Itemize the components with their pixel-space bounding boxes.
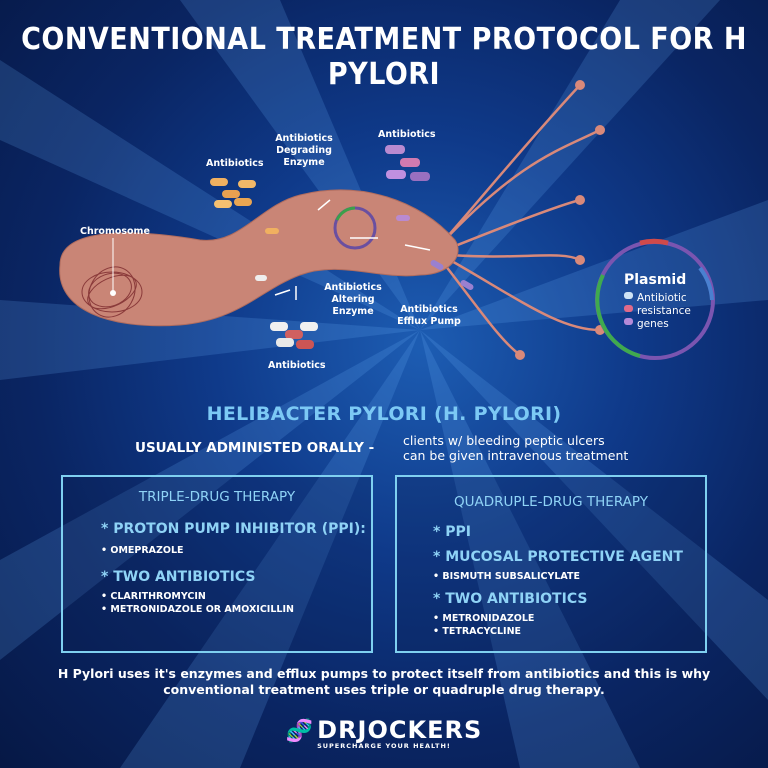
administration-text: USUALLY ADMINISTED ORALLY -	[135, 440, 375, 456]
dna-icon: 🧬	[285, 719, 314, 744]
label-degrading-enzyme: Antibiotics Degrading Enzyme	[275, 133, 333, 168]
triple-therapy-box: TRIPLE-DRUG THERAPY * PROTON PUMP INHIBI…	[61, 475, 373, 653]
flagella	[439, 84, 601, 356]
page-title: CONVENTIONAL TREATMENT PROTOCOL FOR H PY…	[21, 22, 747, 92]
plasmid-title: Plasmid	[624, 272, 687, 288]
quad-item: • TETRACYCLINE	[433, 626, 522, 637]
quad-ppi-heading: * PPI	[433, 524, 471, 540]
quadruple-therapy-box: QUADRUPLE-DRUG THERAPY * PPI * MUCOSAL P…	[395, 475, 707, 653]
label-antibiotics-bottom: Antibiotics	[268, 360, 326, 371]
antibiotic-pills-top	[385, 145, 430, 221]
quad-item: • BISMUTH SUBSALICYLATE	[433, 571, 580, 582]
triple-item: • OMEPRAZOLE	[101, 545, 184, 556]
administration-note: clients w/ bleeding peptic ulcers can be…	[403, 433, 629, 463]
chromosome-icon	[81, 266, 143, 318]
label-chromosome: Chromosome	[80, 226, 150, 237]
antibiotic-pills-left	[210, 178, 279, 234]
quad-antibiotics-heading: * TWO ANTIBIOTICS	[433, 591, 588, 607]
label-antibiotics-left: Antibiotics	[206, 158, 264, 169]
section-heading: HELIBACTER PYLORI (H. PYLORI)	[206, 403, 562, 425]
h-pylori-bacterium-illustration	[59, 80, 715, 360]
triple-item: • CLARITHROMYCIN	[101, 591, 206, 602]
quad-item: • METRONIDAZOLE	[433, 613, 535, 624]
plasmid-ring-icon	[595, 238, 715, 360]
quadruple-title: QUADRUPLE-DRUG THERAPY	[454, 494, 648, 510]
footer-text: H Pylori uses it's enzymes and efflux pu…	[57, 666, 711, 697]
antibiotic-pills-bottom	[255, 275, 318, 349]
plasmid-line: resistance	[637, 305, 691, 317]
label-efflux-pump: Antibiotics Efflux Pump	[397, 304, 461, 327]
triple-antibiotics-heading: * TWO ANTIBIOTICS	[101, 569, 256, 585]
label-antibiotics-top: Antibiotics	[378, 129, 436, 140]
label-altering-enzyme: Antibiotics Altering Enzyme	[324, 282, 382, 317]
triple-ppi-heading: * PROTON PUMP INHIBITOR (PPI):	[101, 521, 366, 537]
triple-item: • METRONIDAZOLE OR AMOXICILLIN	[101, 604, 294, 615]
drjockers-logo: 🧬DRJOCKERS	[285, 716, 483, 744]
logo-tagline: SUPERCHARGE YOUR HEALTH!	[317, 742, 451, 750]
plasmid-line: genes	[637, 318, 669, 330]
plasmid-line: Antibiotic	[637, 292, 687, 304]
triple-title: TRIPLE-DRUG THERAPY	[138, 489, 296, 505]
bacterium-body	[59, 189, 459, 327]
quad-mucosal-heading: * MUCOSAL PROTECTIVE AGENT	[433, 549, 683, 565]
